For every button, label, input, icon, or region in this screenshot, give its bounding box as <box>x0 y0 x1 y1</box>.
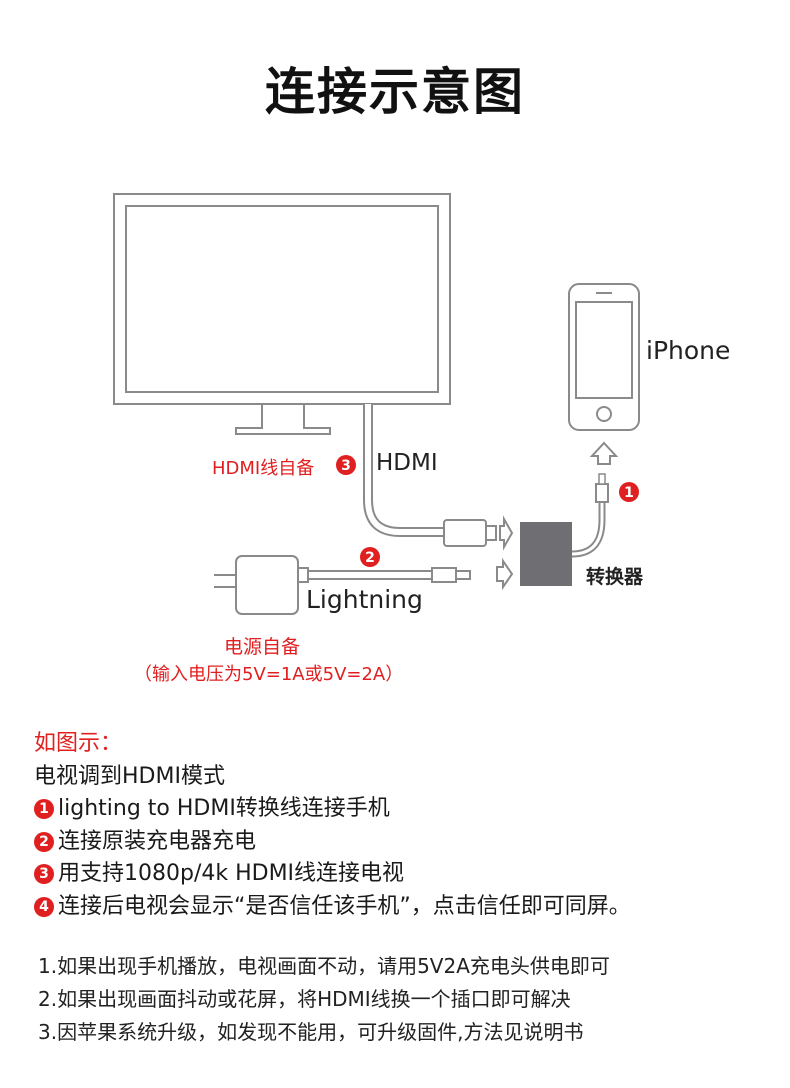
converter-box <box>520 522 572 586</box>
notes-list: 1.如果出现手机播放，电视画面不动，请用5V2A充电头供电即可 2.如果出现画面… <box>38 950 610 1049</box>
badge-3: 3 <box>336 455 356 475</box>
note-item: 2.如果出现画面抖动或花屏，将HDMI线换一个插口即可解决 <box>38 987 571 1011</box>
step-number: 2 <box>34 831 54 852</box>
step-text: lighting to HDMI转换线连接手机 <box>58 796 390 821</box>
lightning-cable <box>307 567 471 583</box>
connection-diagram: 3 2 1 <box>113 193 640 615</box>
hdmi-cable <box>363 404 497 547</box>
power-self-label: 电源自备 <box>224 636 301 658</box>
step-number: 4 <box>34 896 54 917</box>
tv-monitor <box>113 193 451 435</box>
step-number: 3 <box>34 864 54 884</box>
instructions-heading: 如图示： <box>34 731 123 756</box>
iphone-label: iPhone <box>646 336 731 365</box>
step-text: 连接原装充电器充电 <box>58 828 257 854</box>
badge-1: 1 <box>619 482 639 502</box>
converter-label: 转换器 <box>586 566 644 588</box>
lightning-cable-to-phone <box>571 473 609 558</box>
page-title: 连接示意图 <box>265 63 525 121</box>
iphone-device <box>568 283 640 431</box>
step-text: 连接后电视会显示“是否信任该手机”，点击信任即可同屏。 <box>58 893 631 919</box>
note-item: 1.如果出现手机播放，电视画面不动，请用5V2A充电头供电即可 <box>38 954 610 978</box>
power-spec-label: （输入电压为5V=1A或5V=2A） <box>134 664 404 685</box>
lightning-label: Lightning <box>306 585 423 614</box>
up-arrow-icon <box>589 441 619 465</box>
instructions-mode: 电视调到HDMI模式 <box>34 763 225 789</box>
note-item: 3.因苹果系统升级，如发现不能用，可升级固件,方法见说明书 <box>38 1020 584 1044</box>
power-adapter <box>214 555 309 615</box>
svg-text:3: 3 <box>341 458 351 474</box>
hdmi-label: HDMI <box>376 450 438 476</box>
step-number: 1 <box>34 799 54 819</box>
arrow-icon <box>496 515 514 591</box>
badge-2: 2 <box>360 547 380 567</box>
hdmi-self-label: HDMI线自备 <box>212 458 315 479</box>
svg-text:1: 1 <box>624 485 634 501</box>
step-text: 用支持1080p/4k HDMI线连接电视 <box>58 861 405 886</box>
svg-text:2: 2 <box>365 550 375 566</box>
